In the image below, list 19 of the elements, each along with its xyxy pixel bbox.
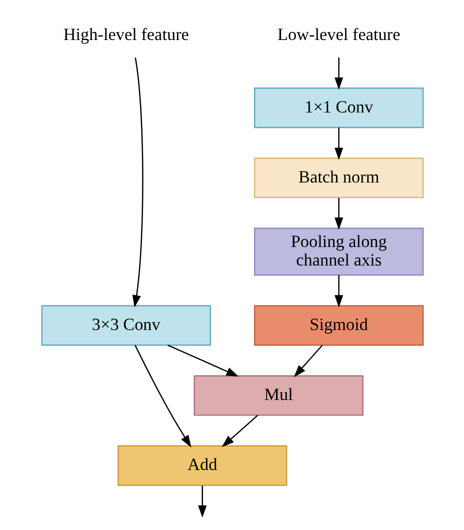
node-text: Low-level feature [276, 24, 400, 44]
arrow [132, 58, 143, 308]
node-box: Sigmoid [254, 305, 424, 346]
arrow [167, 344, 238, 377]
arrow [293, 344, 322, 378]
arrow [198, 486, 206, 518]
arrow [334, 128, 343, 160]
node-box: Mul [193, 375, 363, 416]
arrow [221, 414, 258, 448]
node-box: Add [117, 445, 287, 486]
node-text: High-level feature [62, 24, 188, 44]
node-box: 3×3 Conv [40, 305, 210, 346]
arrow [334, 198, 343, 230]
arrow [334, 275, 343, 308]
node-box: Pooling along channel axis [254, 228, 424, 276]
arrow [134, 344, 191, 448]
node-box: 1×1 Conv [254, 88, 424, 128]
node-box: Batch norm [254, 158, 424, 198]
arrow [334, 58, 343, 90]
